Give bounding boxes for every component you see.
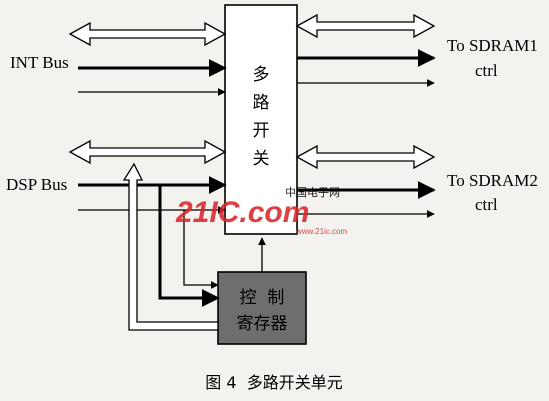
dsp-to-register-data-bus bbox=[122, 162, 219, 331]
int-data-bus-arrow bbox=[68, 21, 227, 47]
mux-label-char-3: 开 bbox=[253, 121, 270, 141]
to-sdram1-ctrl-label: ctrl bbox=[475, 61, 498, 80]
watermark-logo-text: 21IC.com bbox=[175, 196, 309, 229]
int-bus-label: INT Bus bbox=[10, 53, 69, 72]
control-register-box bbox=[217, 271, 307, 345]
to-sdram1-label: To SDRAM1 bbox=[447, 36, 538, 55]
mux-label-char-1: 多 bbox=[253, 65, 270, 85]
dsp-address-branch bbox=[158, 185, 220, 307]
mux-label-char-4: 关 bbox=[253, 149, 270, 169]
watermark-url-text: www.21ic.com bbox=[295, 227, 347, 236]
sdram1-data-bus-arrow bbox=[295, 13, 436, 39]
to-sdram2-label: To SDRAM2 bbox=[447, 171, 538, 190]
mux-box bbox=[224, 4, 298, 235]
sdram2-data-bus-arrow bbox=[295, 144, 436, 170]
to-sdram2-ctrl-label: ctrl bbox=[475, 195, 498, 214]
dsp-bus-label: DSP Bus bbox=[6, 175, 67, 194]
dsp-control-branch bbox=[183, 210, 219, 289]
dsp-data-bus-arrow bbox=[68, 139, 227, 165]
mux-label-char-2: 路 bbox=[253, 93, 270, 113]
control-register-label-2: 寄存器 bbox=[237, 314, 288, 334]
watermark-logo: 中国电子网 21IC.com www.21ic.com bbox=[175, 186, 347, 236]
figure-caption: 图 4 多路开关单元 bbox=[205, 373, 342, 392]
watermark-cn-text: 中国电子网 bbox=[285, 186, 340, 199]
control-register-label-1: 控 制 bbox=[240, 288, 285, 308]
